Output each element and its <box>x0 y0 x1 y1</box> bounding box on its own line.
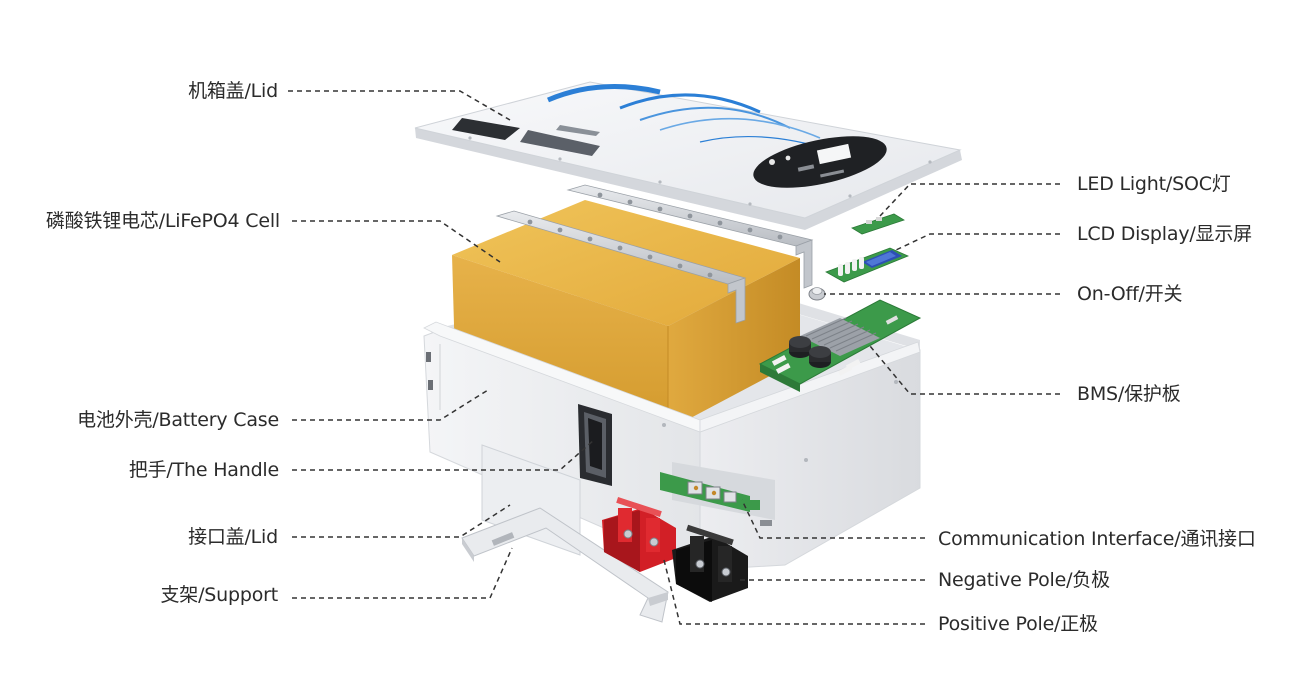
support-bracket-part <box>461 507 669 623</box>
leader-port-lid <box>292 504 511 538</box>
leader-bms <box>869 345 1060 395</box>
label-lid: 机箱盖/Lid <box>188 80 278 102</box>
label-neg: Negative Pole/负极 <box>938 569 1110 591</box>
label-comm: Communication Interface/通讯接口 <box>938 528 1256 550</box>
label-switch: On-Off/开关 <box>1077 283 1183 305</box>
bms-part <box>758 299 922 392</box>
negative-terminal-part <box>672 524 748 602</box>
bus-bar-rear <box>566 184 814 289</box>
label-pos: Positive Pole/正极 <box>938 613 1098 635</box>
leader-comm <box>741 499 925 539</box>
led-light-part <box>851 213 905 235</box>
lcd-display-part <box>825 247 910 283</box>
lid-display-window <box>753 136 887 188</box>
leader-led <box>879 183 1060 217</box>
lid-part <box>414 81 962 230</box>
label-support: 支架/Support <box>160 584 278 606</box>
leader-support <box>292 547 513 599</box>
leader-lid <box>288 90 511 121</box>
label-lcd: LCD Display/显示屏 <box>1077 223 1252 245</box>
on-off-switch-part <box>808 287 826 301</box>
label-led: LED Light/SOC灯 <box>1077 173 1231 195</box>
leader-pos <box>663 559 925 625</box>
positive-terminal-part <box>602 497 676 572</box>
communication-interface-part <box>660 462 775 526</box>
label-handle: 把手/The Handle <box>128 459 279 481</box>
leader-handle <box>292 439 595 471</box>
label-port-lid: 接口盖/Lid <box>188 526 278 548</box>
bus-bar-front <box>495 210 747 324</box>
handle-part <box>578 404 612 486</box>
label-bms: BMS/保护板 <box>1077 383 1181 405</box>
label-cell: 磷酸铁锂电芯/LiFePO4 Cell <box>45 210 280 232</box>
brand-logo <box>452 118 600 156</box>
leader-lcd <box>895 233 1060 251</box>
leader-case <box>292 389 489 421</box>
leader-cell <box>292 220 501 263</box>
leader-lines <box>288 90 1060 625</box>
label-case: 电池外壳/Battery Case <box>77 409 279 431</box>
lifepo4-cell-part <box>452 184 814 430</box>
